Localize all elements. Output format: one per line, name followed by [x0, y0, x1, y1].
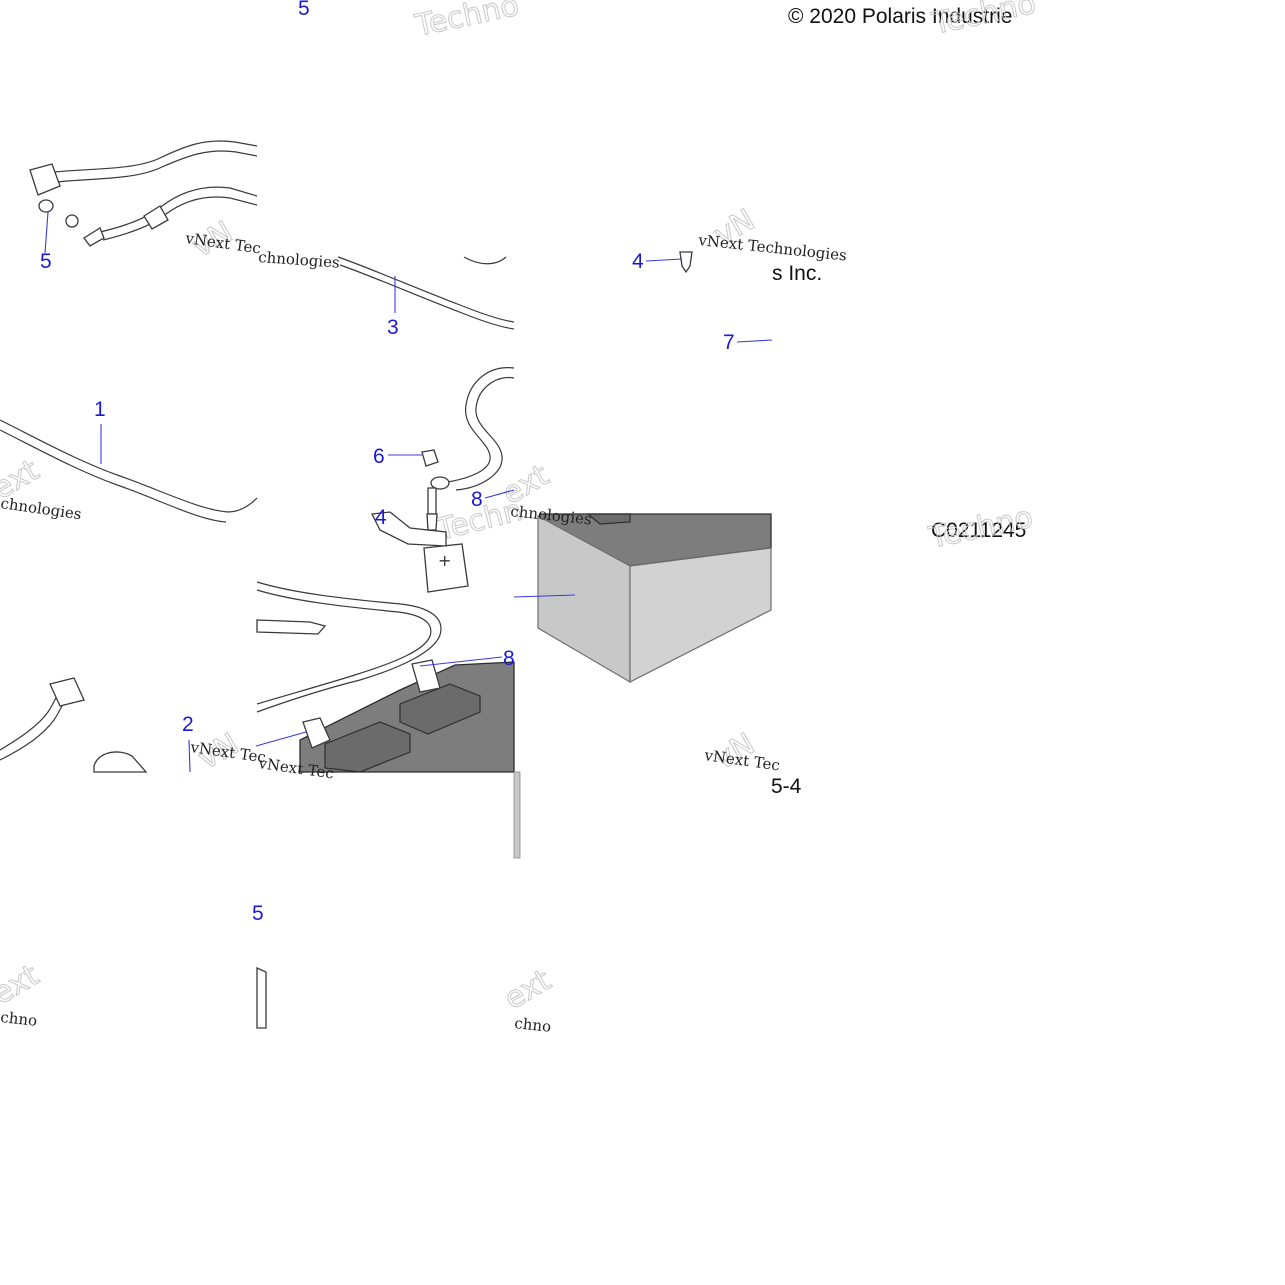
tile-battery-side: chnologies — [510, 502, 772, 684]
watermark-large: Techno — [928, 0, 1039, 42]
watermark-large: Techno — [925, 500, 1036, 556]
negative-terminal-icon — [302, 717, 331, 749]
ring-terminal-icon — [430, 476, 450, 490]
callout-8: 8 — [503, 647, 515, 670]
watermark-large: ext — [499, 963, 558, 1017]
positive-terminal-icon — [411, 659, 441, 693]
callout-6: 6 — [373, 445, 385, 468]
callout-7: 7 — [723, 331, 735, 354]
tile-bottom: 5 chno chno — [0, 771, 552, 1036]
callout-8: 8 — [471, 488, 483, 511]
tile-mid-left: 1 chnologies — [0, 398, 258, 523]
cable-sleeve-icon — [143, 205, 169, 230]
cable-fragment-icon — [256, 966, 267, 1029]
battery-side-right — [629, 547, 772, 683]
cable-end-icon — [256, 619, 327, 635]
tile-top-left: 5 vNext Tec — [29, 140, 262, 273]
boot-icon — [49, 677, 85, 707]
ring-terminal-icon — [83, 227, 105, 247]
callout-2: 2 — [182, 713, 194, 736]
battery-edge — [513, 771, 521, 859]
figure-fragment-label: 5-4 — [771, 775, 802, 798]
positive-terminal-cover — [423, 543, 469, 593]
watermark-large: ext — [0, 958, 45, 1012]
copyright-text: © 2020 Polaris Industrie — [788, 5, 1012, 28]
callout-4: 4 — [632, 250, 644, 273]
bolt-icon — [426, 513, 438, 531]
nut-icon — [421, 449, 439, 467]
callout-4: 4 — [375, 506, 387, 529]
tile-center: + 4 8 vNext Tec — [255, 506, 515, 783]
tile-mid-middle: 6 8 — [373, 367, 515, 515]
watermark-text: chnologies — [0, 494, 83, 523]
watermark-text: vNext Technologies — [697, 231, 848, 265]
nut-icon — [38, 199, 54, 213]
plus-icon: + — [438, 551, 451, 570]
tile-top-middle: 5 3 chnologies — [258, 0, 515, 339]
figure-id: C0211245 — [931, 519, 1026, 542]
battery-cap — [399, 683, 481, 735]
cable-boot-icon — [371, 511, 447, 547]
callout-1: 1 — [94, 398, 106, 421]
nut-icon — [65, 214, 79, 228]
callout-3: 3 — [387, 316, 399, 339]
watermark-text: chno — [514, 1014, 552, 1036]
copyright-fragment: s Inc. — [772, 262, 822, 285]
clamp-icon — [93, 751, 148, 773]
callout-5: 5 — [252, 902, 264, 925]
bolt-icon — [679, 251, 693, 274]
callout-5: 5 — [40, 250, 52, 273]
boot-icon — [29, 163, 61, 196]
watermark-text: chno — [0, 1008, 38, 1030]
watermark-text: chnologies — [258, 248, 341, 272]
callout-5: 5 — [298, 0, 310, 20]
watermark-large: Techno — [411, 0, 522, 44]
battery-cap — [324, 721, 411, 773]
watermark-text: vNext Tec — [702, 746, 781, 775]
tile-upper-right: vNext Technologies 4 7 — [632, 231, 848, 354]
bolt-icon — [427, 487, 437, 515]
